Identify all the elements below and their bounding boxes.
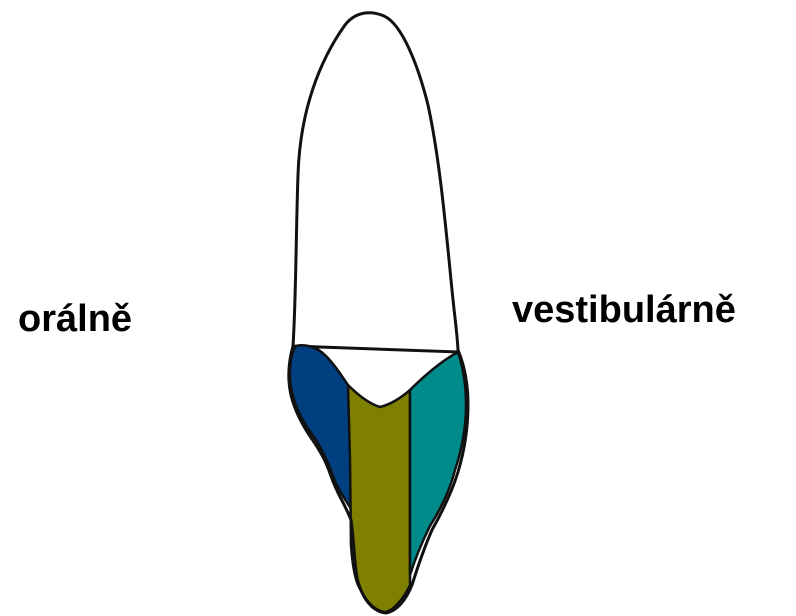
tooth-root bbox=[293, 13, 458, 352]
vestibular-segment bbox=[410, 352, 466, 575]
oral-segment bbox=[290, 345, 353, 512]
